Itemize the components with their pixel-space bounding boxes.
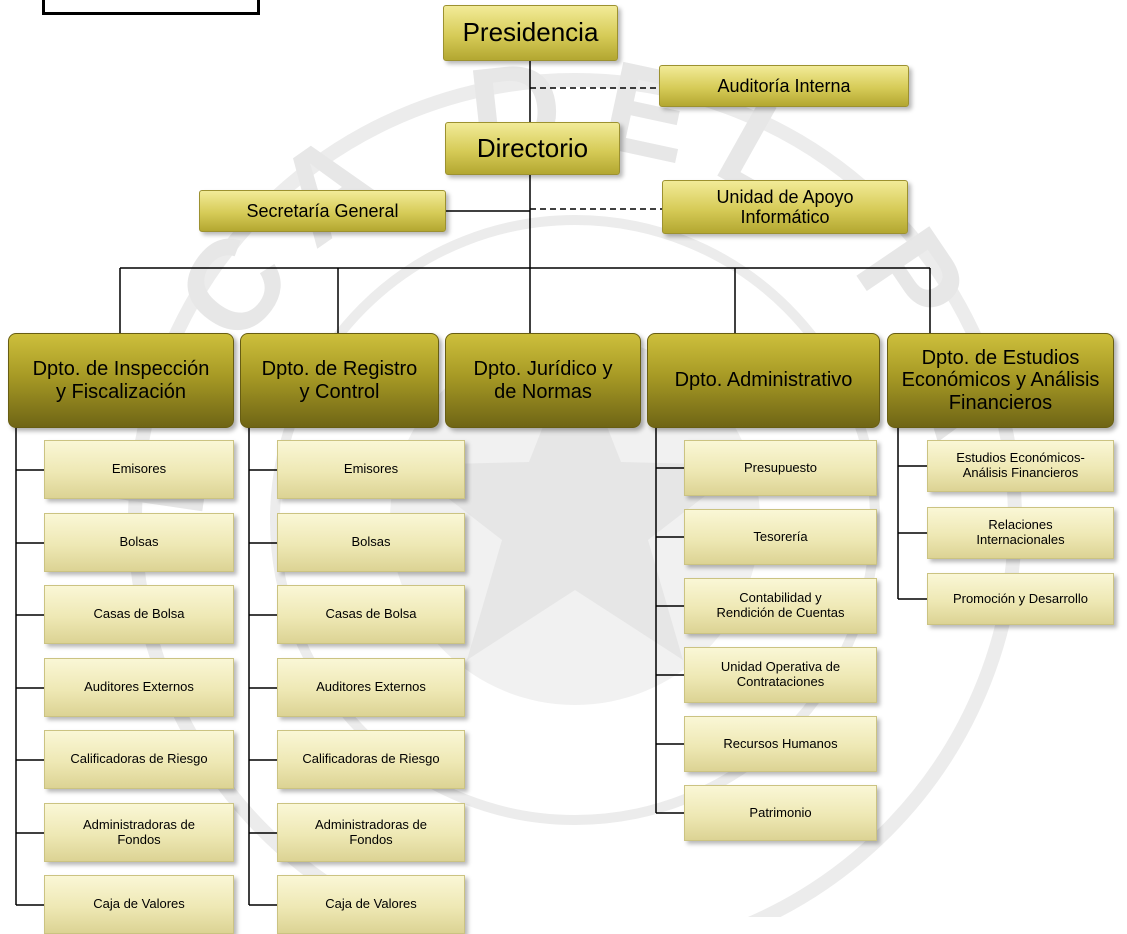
directorio-box: Directorio [445,122,620,175]
unit-box: Unidad Operativa de Contrataciones [684,647,877,703]
unit-box: Presupuesto [684,440,877,496]
dept-administrativo-box: Dpto. Administrativo [647,333,880,428]
presidencia-box: Presidencia [443,5,618,61]
secretaria-general-box: Secretaría General [199,190,446,232]
unit-box: Bolsas [277,513,465,572]
unit-box: Casas de Bolsa [44,585,234,644]
unit-box: Emisores [44,440,234,499]
unit-box: Auditores Externos [277,658,465,717]
unit-box: Tesorería [684,509,877,565]
unit-box: Contabilidad y Rendición de Cuentas [684,578,877,634]
unit-box: Estudios Económicos- Análisis Financiero… [927,440,1114,492]
dept-juridico-box: Dpto. Jurídico y de Normas [445,333,641,428]
unit-box: Caja de Valores [277,875,465,934]
unit-box: Bolsas [44,513,234,572]
header-frame [42,0,260,15]
auditoria-interna-box: Auditoría Interna [659,65,909,107]
unit-box: Administradoras de Fondos [44,803,234,862]
unit-box: Casas de Bolsa [277,585,465,644]
unit-box: Calificadoras de Riesgo [277,730,465,789]
unit-box: Auditores Externos [44,658,234,717]
unit-box: Promoción y Desarrollo [927,573,1114,625]
unit-box: Caja de Valores [44,875,234,934]
unit-box: Emisores [277,440,465,499]
unit-box: Administradoras de Fondos [277,803,465,862]
dept-registro-box: Dpto. de Registro y Control [240,333,439,428]
unidad-apoyo-informatico-box: Unidad de Apoyo Informático [662,180,908,234]
unit-box: Calificadoras de Riesgo [44,730,234,789]
unit-box: Patrimonio [684,785,877,841]
dept-inspeccion-box: Dpto. de Inspección y Fiscalización [8,333,234,428]
unit-box: Recursos Humanos [684,716,877,772]
unit-box: Relaciones Internacionales [927,507,1114,559]
dept-estudios-box: Dpto. de Estudios Económicos y Análisis … [887,333,1114,428]
